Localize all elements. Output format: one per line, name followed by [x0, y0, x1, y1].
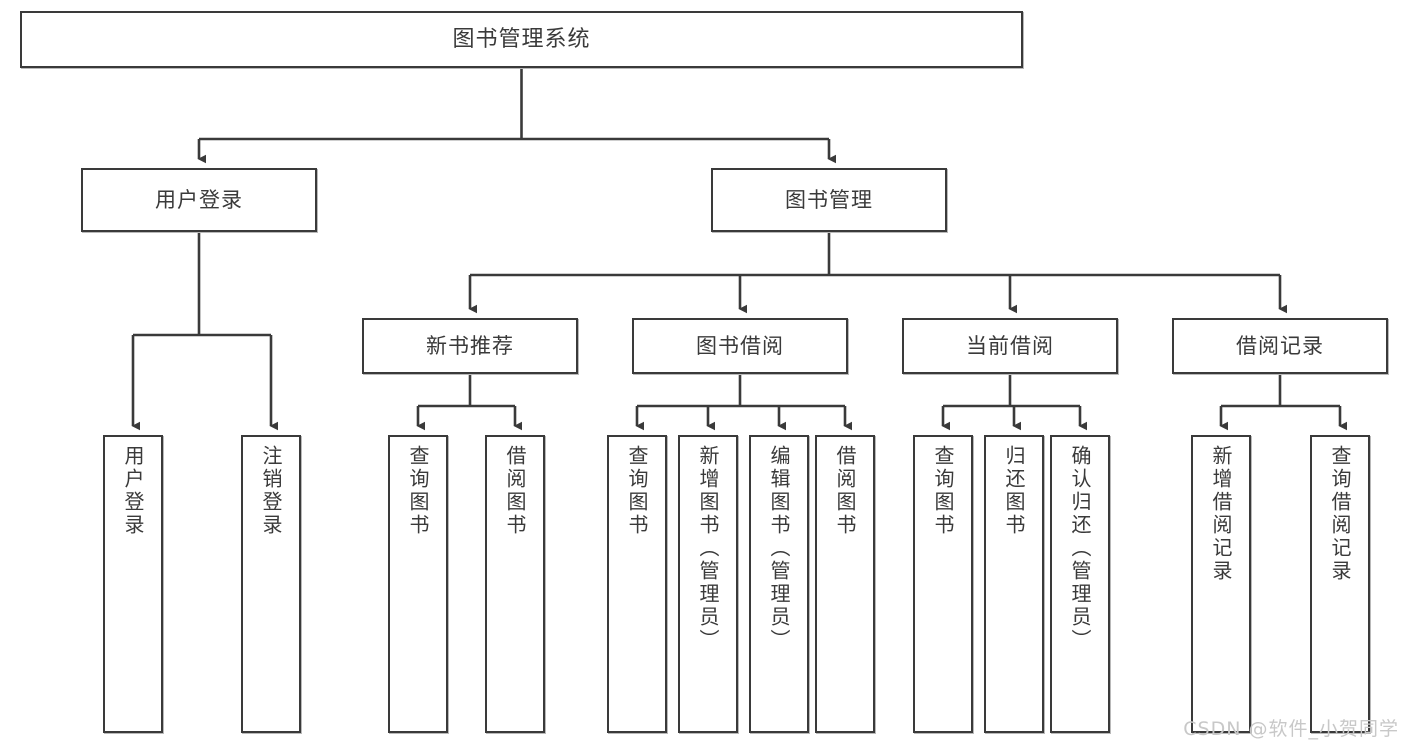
node-label: 查询借阅记录	[1328, 445, 1352, 583]
node-leaf-logout[interactable]: 注销登录	[241, 435, 301, 733]
node-label: 用户登录	[121, 445, 145, 537]
node-leaf-edit-book[interactable]: 编辑图书（管理员）	[749, 435, 809, 733]
node-label: 新增图书（管理员）	[696, 445, 720, 652]
node-leaf-query-book-2[interactable]: 查询图书	[607, 435, 667, 733]
node-leaf-confirm-ret[interactable]: 确认归还（管理员）	[1050, 435, 1110, 733]
node-leaf-query-book-1[interactable]: 查询图书	[388, 435, 448, 733]
node-label: 归还图书	[1002, 445, 1026, 537]
node-user-login[interactable]: 用户登录	[81, 168, 317, 232]
node-root[interactable]: 图书管理系统	[20, 11, 1023, 68]
node-leaf-query-record[interactable]: 查询借阅记录	[1310, 435, 1370, 733]
node-label: 当前借阅	[966, 333, 1054, 358]
node-label: 新书推荐	[426, 333, 514, 358]
node-label: 查询图书	[625, 445, 649, 537]
node-label: 查询图书	[931, 445, 955, 537]
node-label: 图书管理系统	[452, 26, 591, 52]
node-label: 图书管理	[785, 187, 873, 212]
node-leaf-login[interactable]: 用户登录	[103, 435, 163, 733]
node-leaf-borrow-book-2[interactable]: 借阅图书	[815, 435, 875, 733]
node-label: 确认归还（管理员）	[1068, 445, 1092, 652]
node-leaf-add-book[interactable]: 新增图书（管理员）	[678, 435, 738, 733]
node-label: 借阅记录	[1236, 333, 1324, 358]
node-leaf-query-book-3[interactable]: 查询图书	[913, 435, 973, 733]
node-leaf-borrow-book-1[interactable]: 借阅图书	[485, 435, 545, 733]
node-book-manage[interactable]: 图书管理	[711, 168, 947, 232]
node-label: 注销登录	[259, 445, 283, 537]
node-label: 编辑图书（管理员）	[767, 445, 791, 652]
edge-group	[131, 68, 1348, 431]
node-leaf-add-record[interactable]: 新增借阅记录	[1191, 435, 1251, 733]
watermark: CSDN @软件_小贺同学	[1183, 718, 1399, 740]
node-current-loan[interactable]: 当前借阅	[902, 318, 1118, 374]
node-new-book-rec[interactable]: 新书推荐	[362, 318, 578, 374]
node-book-borrow[interactable]: 图书借阅	[632, 318, 848, 374]
node-label: 图书借阅	[696, 333, 784, 358]
node-label: 用户登录	[155, 187, 243, 212]
node-leaf-return-book[interactable]: 归还图书	[984, 435, 1044, 733]
node-label: 查询图书	[406, 445, 430, 537]
node-loan-record[interactable]: 借阅记录	[1172, 318, 1388, 374]
node-label: 借阅图书	[503, 445, 527, 537]
node-label: 新增借阅记录	[1209, 445, 1233, 583]
node-label: 借阅图书	[833, 445, 857, 537]
